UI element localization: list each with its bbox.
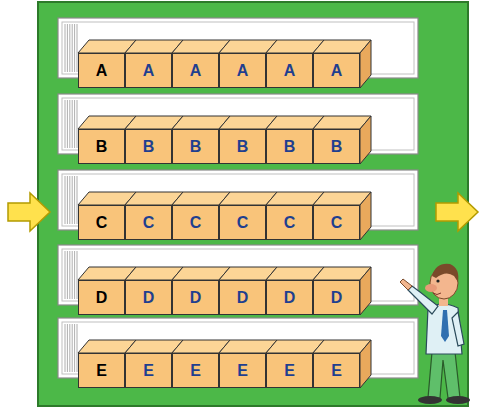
box-letter: E: [96, 363, 107, 379]
roller-line: [69, 176, 70, 224]
roller-line: [65, 176, 66, 224]
carton-box: C: [219, 205, 266, 240]
roller-line: [65, 24, 66, 72]
box-letter: D: [237, 290, 249, 306]
box-letter: A: [284, 63, 296, 79]
roller-line: [74, 176, 75, 224]
box-letter: B: [284, 139, 296, 155]
box-letter: E: [143, 363, 154, 379]
box-letter: A: [190, 63, 202, 79]
box-letter: E: [237, 363, 248, 379]
roller-line: [72, 176, 73, 224]
roller-line: [69, 24, 70, 72]
carton-box: A: [125, 53, 172, 88]
carton-box: B: [313, 129, 360, 164]
carton-box: D: [266, 280, 313, 315]
box-letter: A: [237, 63, 249, 79]
box-letter: D: [284, 290, 296, 306]
box-side: [360, 340, 371, 388]
roller-line: [65, 100, 66, 148]
box-side: [360, 40, 371, 88]
roller-line: [65, 251, 66, 299]
carton-box: E: [78, 353, 125, 388]
box-letter: C: [143, 215, 155, 231]
roller-line: [69, 100, 70, 148]
roller-line: [67, 24, 68, 72]
input-arrow: [8, 193, 50, 231]
roller-line: [74, 100, 75, 148]
carton-box: C: [172, 205, 219, 240]
box-side: [360, 192, 371, 240]
box-letter: B: [143, 139, 155, 155]
box-letter: E: [331, 363, 342, 379]
carton-box: C: [78, 205, 125, 240]
carton-box: E: [219, 353, 266, 388]
carton-box: D: [219, 280, 266, 315]
carton-box: A: [313, 53, 360, 88]
carton-box: A: [78, 53, 125, 88]
output-arrow: [436, 193, 478, 231]
carton-box: B: [78, 129, 125, 164]
box-letter: C: [237, 215, 249, 231]
roller-line: [69, 324, 70, 372]
carton-box: D: [125, 280, 172, 315]
carton-box: B: [219, 129, 266, 164]
roller-line: [74, 24, 75, 72]
carton-box: B: [125, 129, 172, 164]
carton-box: B: [266, 129, 313, 164]
roller-line: [72, 100, 73, 148]
box-letter: A: [331, 63, 343, 79]
worker: [400, 264, 470, 404]
box-side: [360, 116, 371, 164]
carton-box: E: [125, 353, 172, 388]
carton-box: E: [266, 353, 313, 388]
box-side: [360, 267, 371, 315]
box-letter: B: [237, 139, 249, 155]
roller-line: [72, 251, 73, 299]
roller-line: [65, 324, 66, 372]
box-letter: B: [190, 139, 202, 155]
carton-box: C: [125, 205, 172, 240]
carton-box: E: [313, 353, 360, 388]
box-letter: C: [190, 215, 202, 231]
box-letter: B: [331, 139, 343, 155]
box-letter: D: [96, 290, 108, 306]
roller-line: [67, 100, 68, 148]
roller-line: [67, 251, 68, 299]
box-letter: D: [143, 290, 155, 306]
carton-box: B: [172, 129, 219, 164]
roller-line: [67, 324, 68, 372]
box-letter: B: [96, 139, 108, 155]
carton-box: A: [172, 53, 219, 88]
green-panel: [38, 2, 468, 406]
carton-box: C: [266, 205, 313, 240]
box-letter: C: [331, 215, 343, 231]
carton-box: D: [78, 280, 125, 315]
roller-line: [74, 251, 75, 299]
box-letter: C: [96, 215, 108, 231]
roller-line: [69, 251, 70, 299]
roller-line: [74, 324, 75, 372]
box-letter: E: [190, 363, 201, 379]
carton-box: A: [266, 53, 313, 88]
carton-box: C: [313, 205, 360, 240]
roller-line: [72, 24, 73, 72]
box-letter: D: [190, 290, 202, 306]
roller-line: [67, 176, 68, 224]
roller-line: [72, 324, 73, 372]
carton-box: D: [313, 280, 360, 315]
box-letter: E: [284, 363, 295, 379]
box-letter: D: [331, 290, 343, 306]
carton-box: E: [172, 353, 219, 388]
flow-shelves: [58, 18, 418, 378]
box-letter: C: [284, 215, 296, 231]
box-letter: A: [96, 63, 108, 79]
carton-box: D: [172, 280, 219, 315]
carton-box: A: [219, 53, 266, 88]
box-letter: A: [143, 63, 155, 79]
